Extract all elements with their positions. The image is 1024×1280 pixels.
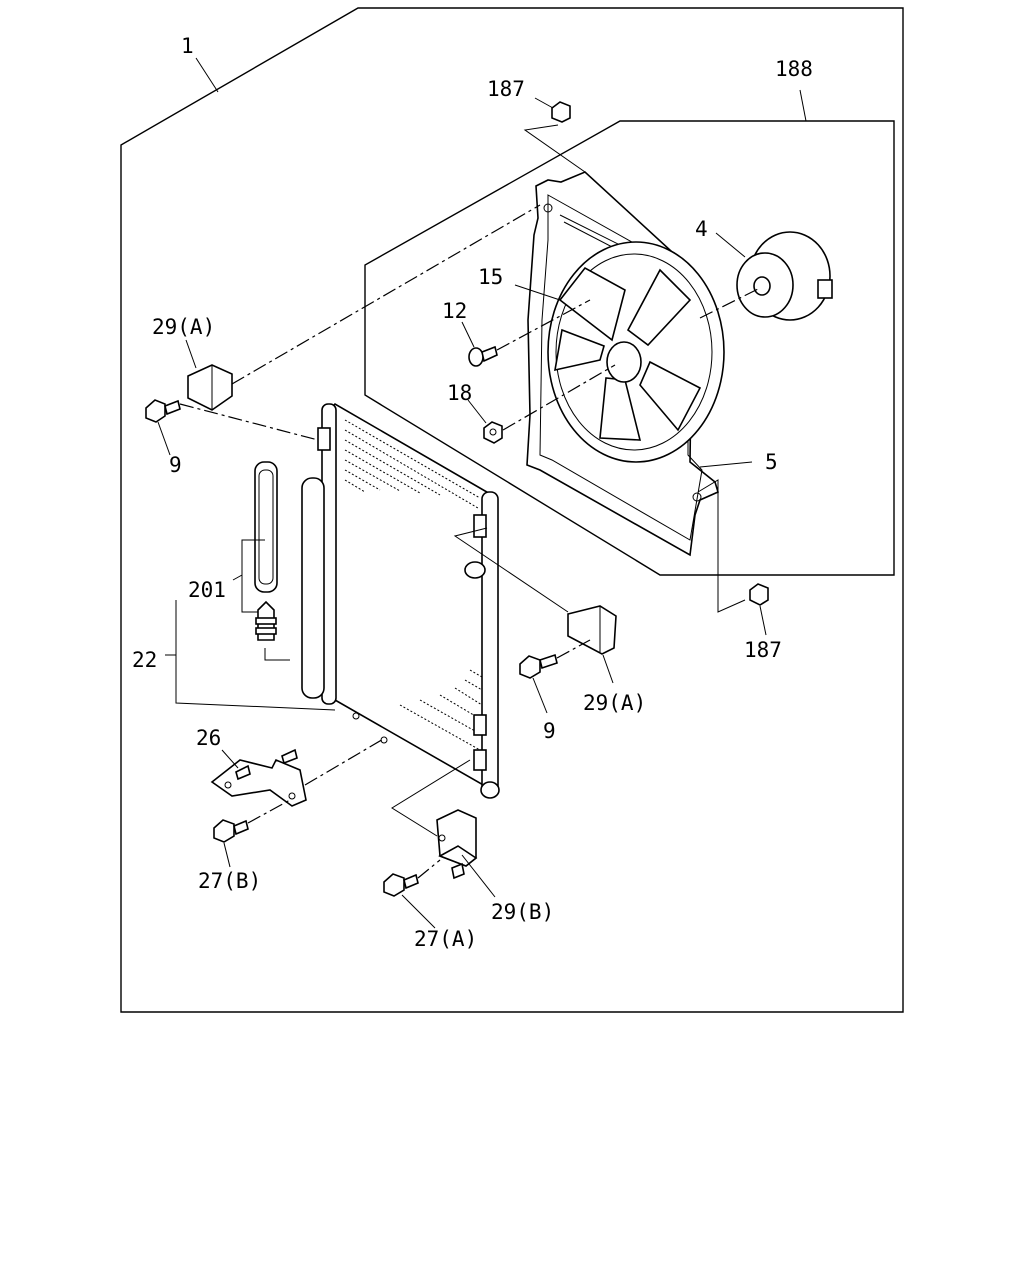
fan-blade-3 — [639, 360, 702, 432]
label-27b: 27(B) — [198, 869, 261, 893]
fan-kit-frame — [364, 120, 895, 576]
fan-blade-5 — [554, 328, 605, 372]
fan-blade-4 — [599, 377, 642, 441]
leader-1 — [195, 57, 219, 93]
axis-12 — [496, 299, 591, 351]
nut-18 — [483, 421, 503, 444]
fan-blade-1 — [558, 266, 626, 342]
axis-9-left — [179, 403, 319, 441]
bracket-29a-right — [567, 605, 617, 655]
bolt-9-left — [145, 399, 181, 423]
shroud-hole-bottom — [692, 492, 702, 502]
fan-blade-2 — [626, 268, 692, 347]
leader-22 — [165, 600, 336, 711]
condenser-tab-1 — [317, 427, 331, 451]
leader-27b — [223, 842, 231, 868]
condenser-tab-4 — [473, 749, 487, 771]
condenser-tab-3 — [473, 714, 487, 736]
label-29a-right: 29(A) — [583, 691, 646, 715]
desiccant-bag-inner — [258, 469, 274, 585]
label-187-bottom: 187 — [744, 638, 782, 662]
condenser-pipe-top — [464, 561, 486, 579]
leader-29a-left — [185, 339, 197, 369]
bracket-26 — [210, 748, 307, 807]
leader-27a — [401, 894, 436, 929]
leader-29b — [461, 854, 496, 898]
bracket-29b — [436, 809, 478, 867]
bolt-9-right — [519, 653, 558, 679]
condenser-pipe-bottom — [480, 781, 500, 799]
screw-12 — [468, 345, 498, 367]
motor-shaft — [753, 276, 771, 296]
nut-187-top — [551, 101, 571, 123]
assembly-frame — [120, 7, 904, 1013]
leader-187-bottom — [759, 605, 767, 636]
label-29b: 29(B) — [491, 900, 554, 924]
bolt-27a — [383, 873, 419, 897]
leader-15 — [514, 284, 561, 301]
label-9-left: 9 — [169, 453, 182, 477]
leader-187-top — [534, 97, 554, 109]
desiccant-bag — [254, 461, 278, 593]
bracket-29a-left — [187, 364, 233, 411]
label-15: 15 — [478, 265, 503, 289]
axis-187-top — [523, 124, 586, 173]
axis-bracket-left — [231, 204, 541, 385]
leader-5 — [699, 461, 753, 468]
axis-9-right — [556, 639, 591, 659]
label-26: 26 — [196, 726, 221, 750]
axis-187-bottom — [697, 479, 746, 613]
condenser-tab-2 — [473, 514, 487, 538]
fan-ring-inner — [555, 253, 713, 451]
motor-axis — [699, 287, 761, 319]
label-201: 201 — [188, 578, 226, 602]
label-12: 12 — [442, 299, 467, 323]
label-18: 18 — [447, 381, 472, 405]
axis-bracket-29b — [391, 759, 471, 837]
leader-9-right — [532, 677, 548, 714]
receiver-plug — [255, 600, 277, 641]
label-187-top: 187 — [487, 77, 525, 101]
axis-18 — [502, 364, 616, 431]
fan-hub — [606, 341, 642, 383]
bolt-27b — [213, 819, 249, 843]
shroud-hole-top — [543, 203, 553, 213]
leader-29a-right — [602, 654, 614, 684]
axis-27b — [247, 799, 291, 824]
leader-9-left — [157, 421, 171, 456]
leader-26 — [221, 749, 239, 769]
label-22: 22 — [132, 648, 157, 672]
label-4: 4 — [695, 217, 708, 241]
condenser-core — [329, 402, 493, 792]
label-29a-left: 29(A) — [152, 315, 215, 339]
motor-connector — [817, 279, 833, 299]
bolt-stud-29b — [451, 862, 465, 880]
nut-187-bottom — [749, 583, 769, 606]
leader-201 — [232, 539, 290, 661]
label-1: 1 — [181, 34, 194, 58]
leader-4 — [715, 232, 746, 258]
condenser-hole-2 — [380, 736, 388, 744]
condenser-hole-1 — [352, 712, 360, 720]
leader-12 — [461, 321, 475, 348]
axis-bracket-right — [453, 527, 569, 613]
label-27a: 27(A) — [414, 927, 477, 951]
label-188: 188 — [775, 57, 813, 81]
axis-26 — [304, 737, 386, 786]
receiver-drier — [301, 477, 325, 699]
leader-18 — [467, 399, 487, 424]
label-9-right: 9 — [543, 719, 556, 743]
axis-27a — [417, 859, 441, 879]
leader-188 — [799, 89, 807, 122]
label-5: 5 — [765, 450, 778, 474]
